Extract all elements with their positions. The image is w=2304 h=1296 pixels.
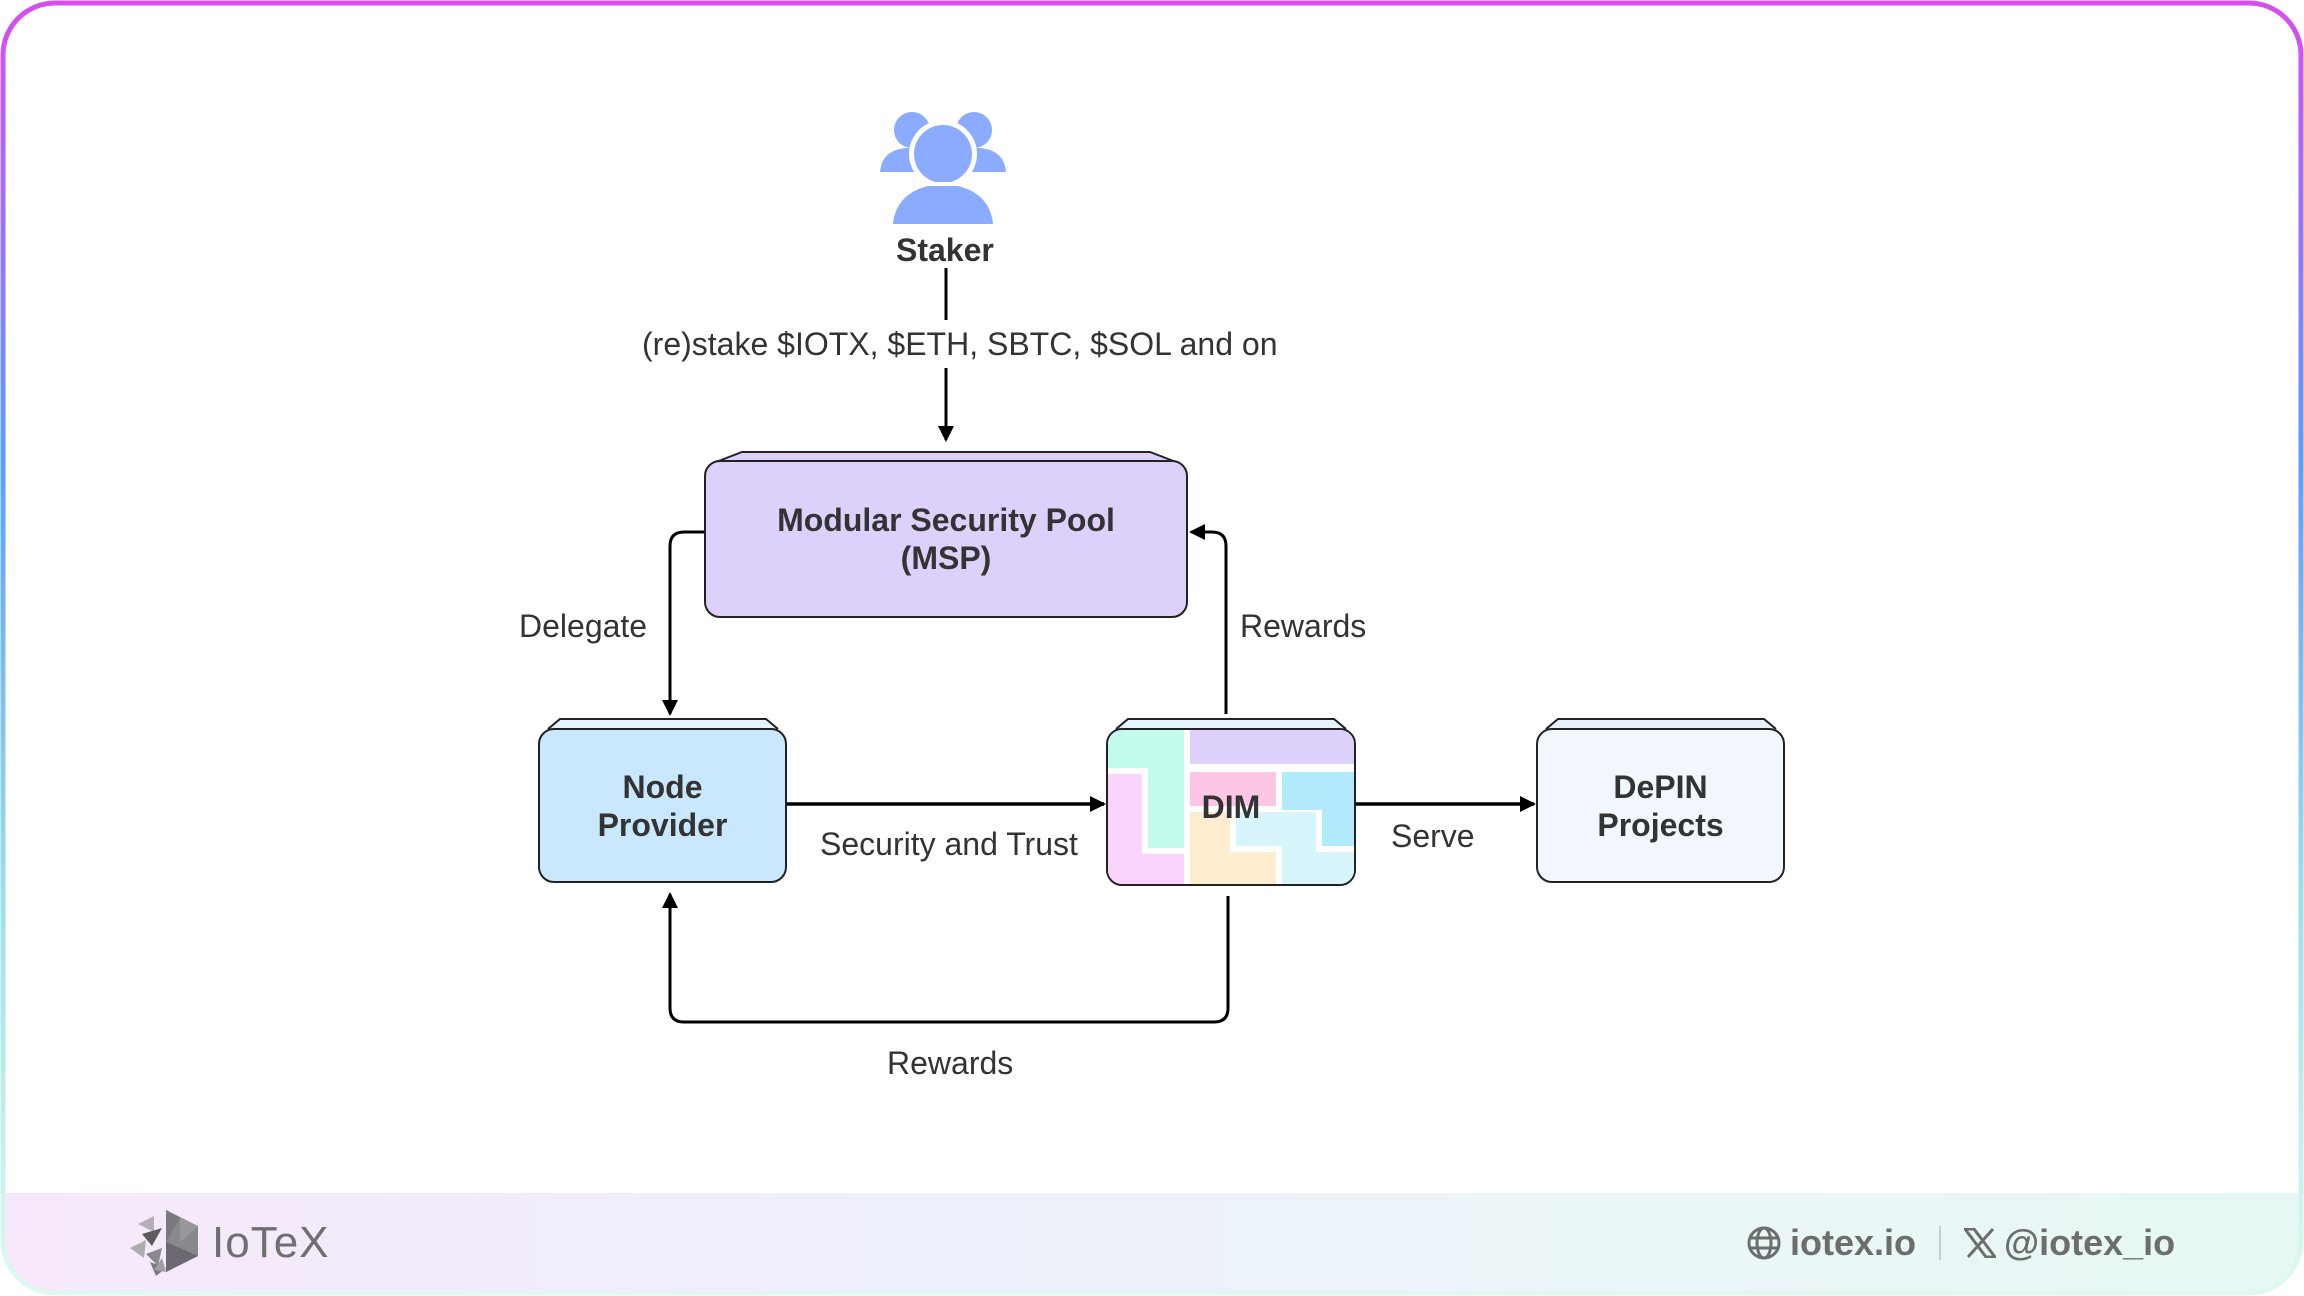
- website-link[interactable]: iotex.io: [1790, 1222, 1917, 1263]
- dim-tile-pink-l: [1108, 774, 1184, 884]
- users-group-icon: [880, 112, 1006, 226]
- msp-tab: [715, 451, 1177, 463]
- dim-tile-cyan: [1282, 772, 1354, 846]
- delegate-arrow: [662, 530, 704, 716]
- dim-tile-mint: [1108, 730, 1184, 848]
- x-logo-icon: [1964, 1228, 1996, 1258]
- dim-tile-peach: [1190, 812, 1276, 884]
- rewards-to-node-arrow: [662, 892, 1230, 1024]
- globe-icon: [1747, 1226, 1781, 1260]
- msp-title: Modular Security Pool: [777, 502, 1115, 538]
- iotex-logo-icon: [130, 1210, 198, 1276]
- footer-bar: [3, 1193, 2301, 1293]
- dim-tiles: [1108, 730, 1354, 884]
- social-handle-link[interactable]: @iotex_io: [2004, 1222, 2176, 1263]
- iotex-brand-text: IoTeX: [212, 1218, 330, 1267]
- dim-tile-ice: [1236, 812, 1354, 884]
- slide-card: [3, 3, 2301, 1293]
- depin-node[interactable]: DePIN Projects: [1536, 728, 1785, 883]
- rewards-to-node-label: Rewards: [887, 1045, 1014, 1081]
- depin-tab: [1545, 718, 1777, 730]
- dim-tile-rose: [1190, 772, 1276, 806]
- node-provider-line1: Node: [622, 768, 703, 805]
- depin-line2: Projects: [1597, 806, 1724, 843]
- serve-label: Serve: [1391, 818, 1475, 854]
- msp-node[interactable]: Modular Security Pool (MSP): [704, 460, 1188, 618]
- footer-divider: [1939, 1226, 1941, 1260]
- dim-label: DIM: [1201, 789, 1261, 825]
- rewards-to-msp-label: Rewards: [1240, 608, 1367, 644]
- node-provider-node[interactable]: Node Provider: [538, 728, 787, 883]
- node-provider-line2: Provider: [597, 806, 728, 843]
- rewards-to-msp-arrow: [1189, 524, 1228, 714]
- staker-label: Staker: [896, 232, 994, 268]
- dim-node[interactable]: DIM: [1106, 728, 1356, 886]
- security-trust-label: Security and Trust: [820, 826, 1078, 862]
- dim-tab: [1115, 718, 1347, 730]
- dim-tile-lavender: [1190, 730, 1354, 764]
- msp-abbrev: (MSP): [900, 540, 992, 576]
- stake-edge-label: (re)stake $IOTX, $ETH, SBTC, $SOL and on: [638, 326, 1282, 363]
- delegate-edge-label: Delegate: [519, 608, 648, 644]
- node-provider-tab: [547, 718, 779, 730]
- depin-line1: DePIN: [1613, 768, 1708, 805]
